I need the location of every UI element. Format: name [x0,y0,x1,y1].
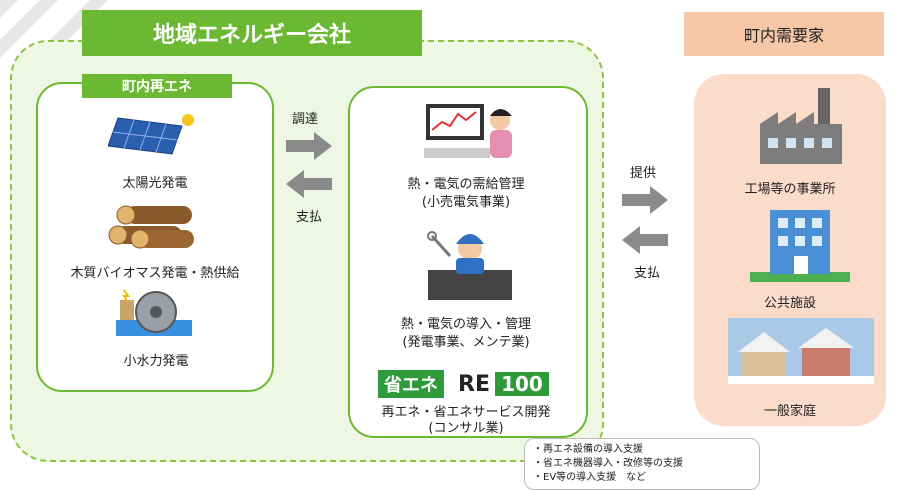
building-icon [750,210,850,282]
service-1-line1: 熱・電気の需給管理 [407,177,525,192]
public-facility-label: 公共施設 [763,296,816,311]
provide-label: 提供 [630,166,657,181]
consult-note: ・再エネ設備の導入支援 [533,444,643,455]
household-label: 一般家庭 [763,404,816,419]
service-3-line2: (コンサル業) [428,421,504,436]
consulting-notes: ・再エネ設備の導入支援 ・省エネ機器導入・改修等の支援 ・EV等の導入支援 など [524,438,760,490]
re100-logo-number: 100 [495,371,549,396]
hydro-label: 小水力発電 [123,354,189,369]
solar-label: 太陽光発電 [122,176,188,191]
renewables-label: 町内再エネ [82,74,232,98]
arrow-right-icon [286,132,332,160]
factory-label: 工場等の事業所 [744,182,836,197]
service-1-line2: (小売電気事業) [421,195,511,210]
arrow-right-icon [622,186,668,214]
procure-label: 調達 [292,112,319,127]
service-2-line2: (発電事業、メンテ業) [402,335,530,350]
service-3-line1: 再エネ・省エネサービス開発 [381,405,551,420]
water-wheel-icon [116,289,192,336]
consult-note: ・EV等の導入支援 など [533,472,647,483]
company-title: 地域エネルギー会社 [82,10,422,56]
service-2-line1: 熱・電気の導入・管理 [400,317,531,332]
arrow-left-icon [622,226,668,254]
solar-panel-icon [108,114,194,155]
factory-icon [760,88,842,164]
houses-icon [728,318,874,384]
worker-maintenance-icon [427,231,512,300]
demand-title: 町内需要家 [684,12,884,56]
shoene-logo: 省エネ [378,370,444,398]
biomass-label: 木質バイオマス発電・熱供給 [70,266,240,281]
re-logo-text: RE [458,371,490,397]
operator-computer-icon [424,104,512,158]
pay-left-label: 支払 [296,210,323,225]
consult-note: ・省エネ機器導入・改修等の支援 [533,458,683,469]
shoene-re100-logo: 省エネ RE 100 [378,370,549,398]
arrow-left-icon [286,170,332,198]
log-icon [108,205,194,249]
pay-right-label: 支払 [634,266,661,281]
